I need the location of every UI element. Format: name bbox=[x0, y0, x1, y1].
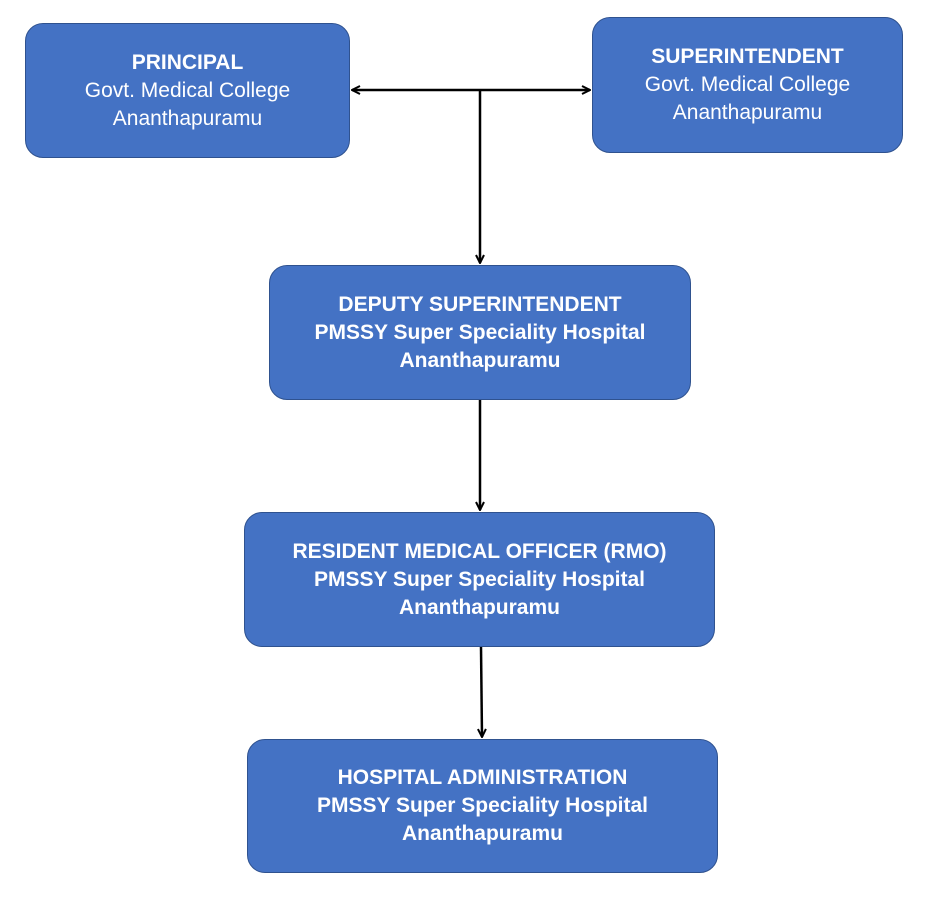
node-line: Ananthapuramu bbox=[398, 595, 560, 619]
principal-node: PRINCIPAL Govt. Medical College Ananthap… bbox=[25, 23, 350, 158]
rmo-node: RESIDENT MEDICAL OFFICER (RMO) PMSSY Sup… bbox=[244, 512, 715, 647]
hospital-administration-node: HOSPITAL ADMINISTRATION PMSSY Super Spec… bbox=[247, 739, 718, 873]
deputy-superintendent-node: DEPUTY SUPERINTENDENT PMSSY Super Specia… bbox=[269, 265, 691, 400]
node-title: SUPERINTENDENT bbox=[651, 45, 844, 68]
node-line: PMSSY Super Speciality Hospital bbox=[314, 320, 646, 344]
node-line: Govt. Medical College bbox=[84, 78, 291, 102]
node-title: DEPUTY SUPERINTENDENT bbox=[338, 292, 622, 316]
node-title: PRINCIPAL bbox=[131, 50, 244, 74]
node-line: Ananthapuramu bbox=[401, 822, 563, 845]
node-line: Govt. Medical College bbox=[644, 73, 851, 96]
rmo-to-admin-arrow bbox=[481, 646, 482, 737]
node-line: Ananthapuramu bbox=[672, 101, 823, 124]
node-line: Ananthapuramu bbox=[399, 348, 561, 372]
superintendent-node: SUPERINTENDENT Govt. Medical College Ana… bbox=[592, 17, 903, 153]
node-title: RESIDENT MEDICAL OFFICER (RMO) bbox=[292, 539, 667, 563]
node-title: HOSPITAL ADMINISTRATION bbox=[337, 766, 628, 789]
node-line: PMSSY Super Speciality Hospital bbox=[313, 567, 646, 591]
node-line: PMSSY Super Speciality Hospital bbox=[316, 794, 649, 817]
node-line: Ananthapuramu bbox=[112, 106, 263, 130]
